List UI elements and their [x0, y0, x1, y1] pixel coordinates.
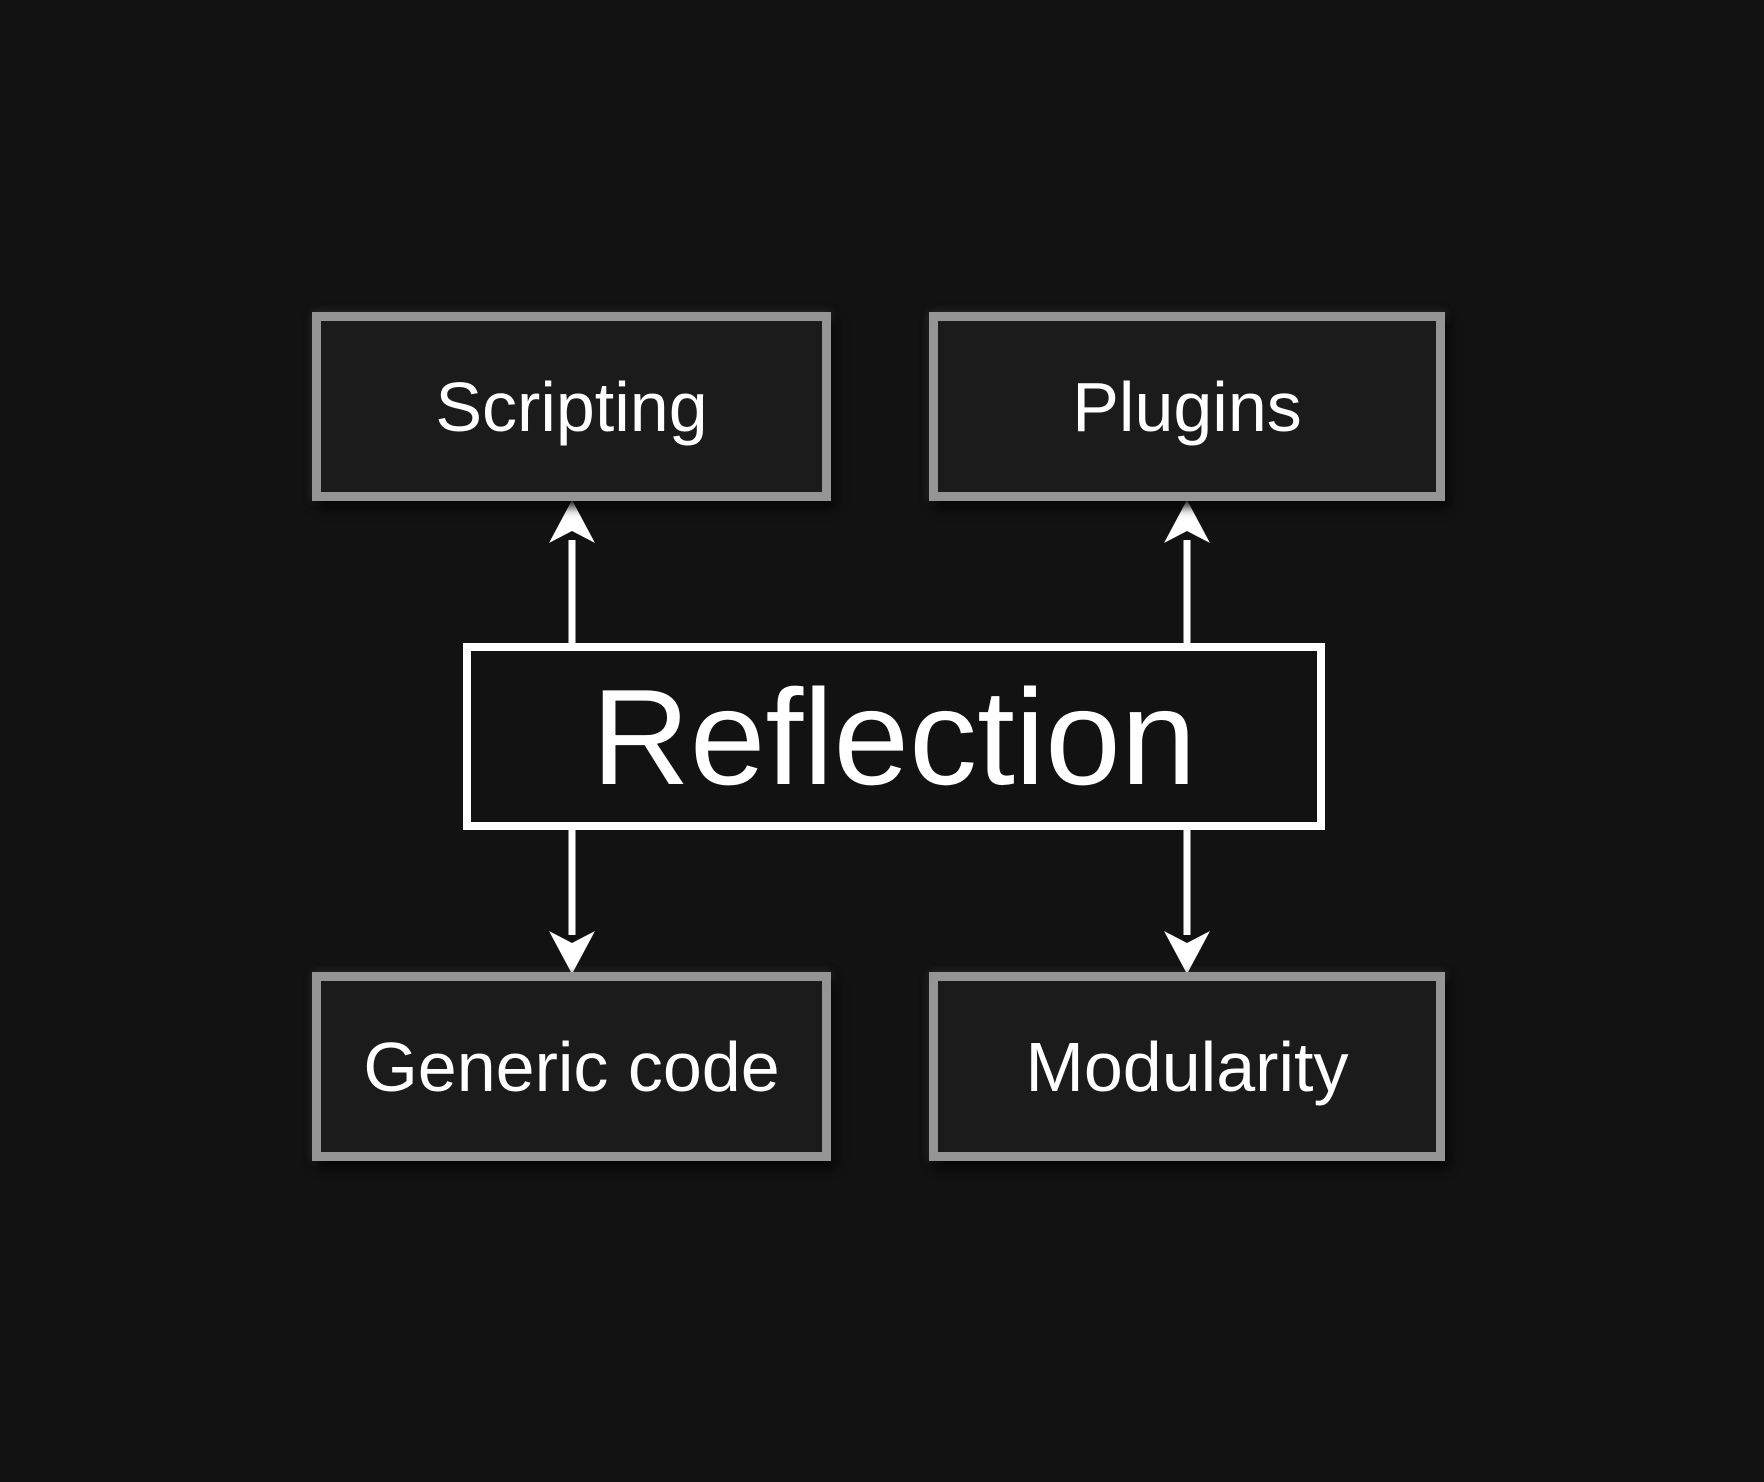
center-label: Reflection: [591, 660, 1197, 813]
arrowhead-plugins: [1164, 500, 1210, 543]
node-label: Plugins: [1072, 367, 1302, 446]
node-label: Scripting: [435, 367, 708, 446]
arrowhead-scripting: [549, 500, 595, 543]
node-label: Modularity: [1025, 1027, 1349, 1106]
node-generic-code: Generic code: [312, 972, 831, 1161]
node-plugins: Plugins: [929, 312, 1445, 501]
arrowhead-generic-code: [549, 931, 595, 974]
node-modularity: Modularity: [929, 972, 1445, 1161]
node-label: Generic code: [363, 1027, 780, 1106]
node-scripting: Scripting: [312, 312, 831, 501]
arrowhead-modularity: [1164, 931, 1210, 974]
center-node-reflection: Reflection: [463, 643, 1325, 830]
